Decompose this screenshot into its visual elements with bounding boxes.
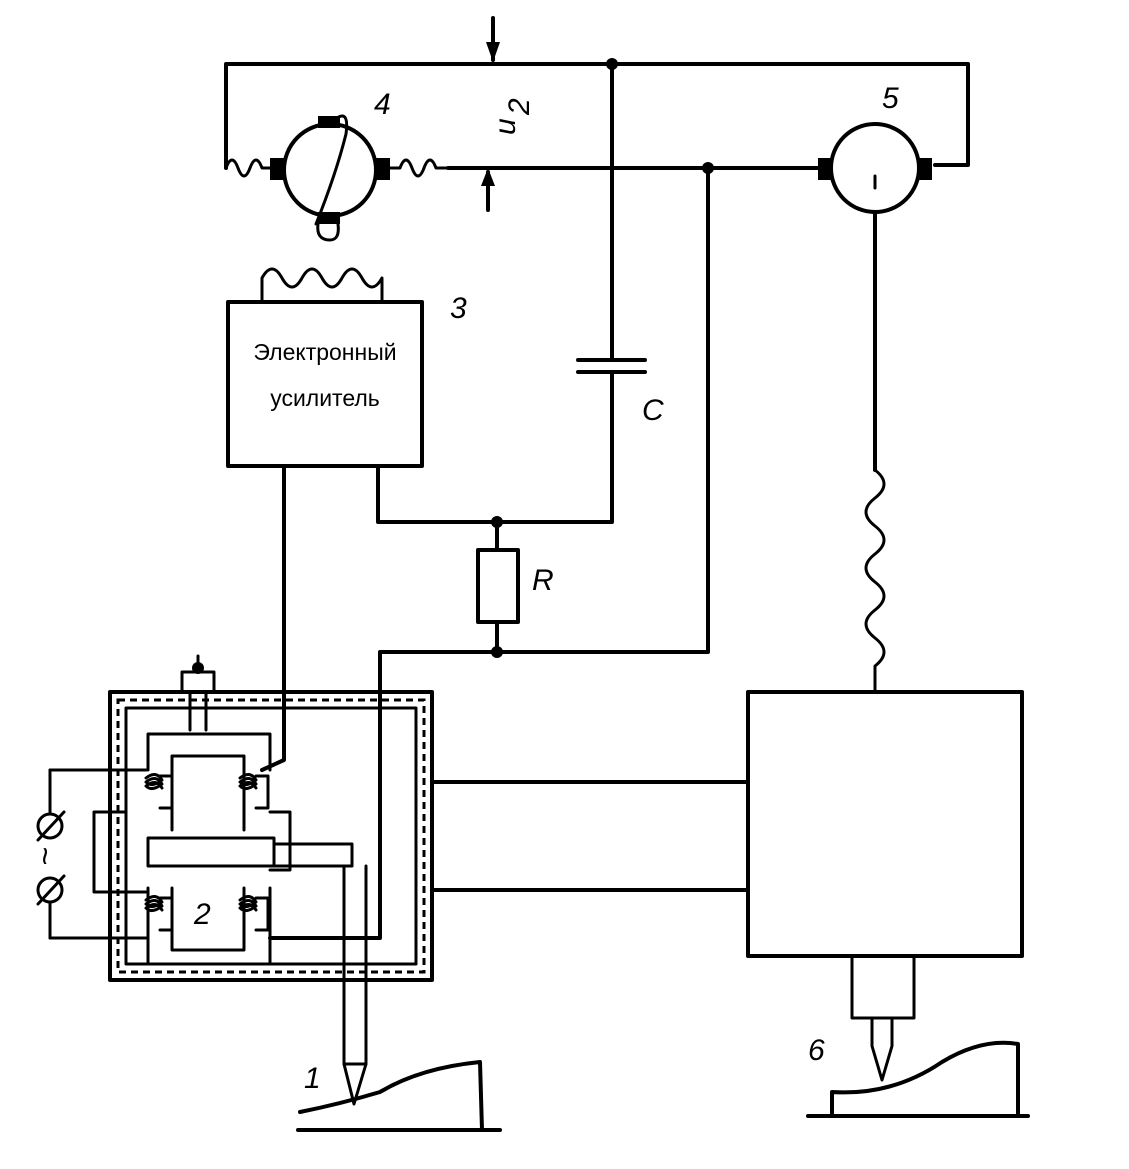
resistor-r (268, 516, 520, 940)
sensor-head: 2 (48, 654, 434, 982)
motor-5 (818, 122, 932, 694)
stylus-1: 1 (296, 864, 502, 1132)
link-rods (430, 780, 750, 892)
capacitor-c (495, 62, 647, 524)
top-loop-wire (224, 16, 970, 170)
sensor-head-label: 2 (193, 898, 211, 931)
tracer-label: 6 (808, 1034, 825, 1067)
copy-unit: 6 (746, 690, 1030, 1118)
generator-4 (224, 114, 450, 242)
ac-source: ~ (27, 768, 66, 940)
amplifier-block: Электронный усилитель (226, 267, 499, 772)
voltage-label: u 2 (489, 98, 536, 135)
label-motor: 5 (882, 82, 899, 115)
amplifier-line2: усилитель (270, 385, 380, 411)
voltage-subscript: 2 (503, 98, 536, 116)
ac-symbol: ~ (27, 847, 63, 866)
label-generator: 4 (374, 88, 391, 121)
stylus-label: 1 (304, 1062, 321, 1095)
label-capacitor: C (642, 394, 664, 427)
label-resistor: R (532, 564, 554, 597)
middle-wire (446, 162, 822, 654)
label-amplifier: 3 (450, 292, 467, 325)
amplifier-line1: Электронный (253, 339, 396, 365)
voltage-u: u (489, 118, 522, 135)
